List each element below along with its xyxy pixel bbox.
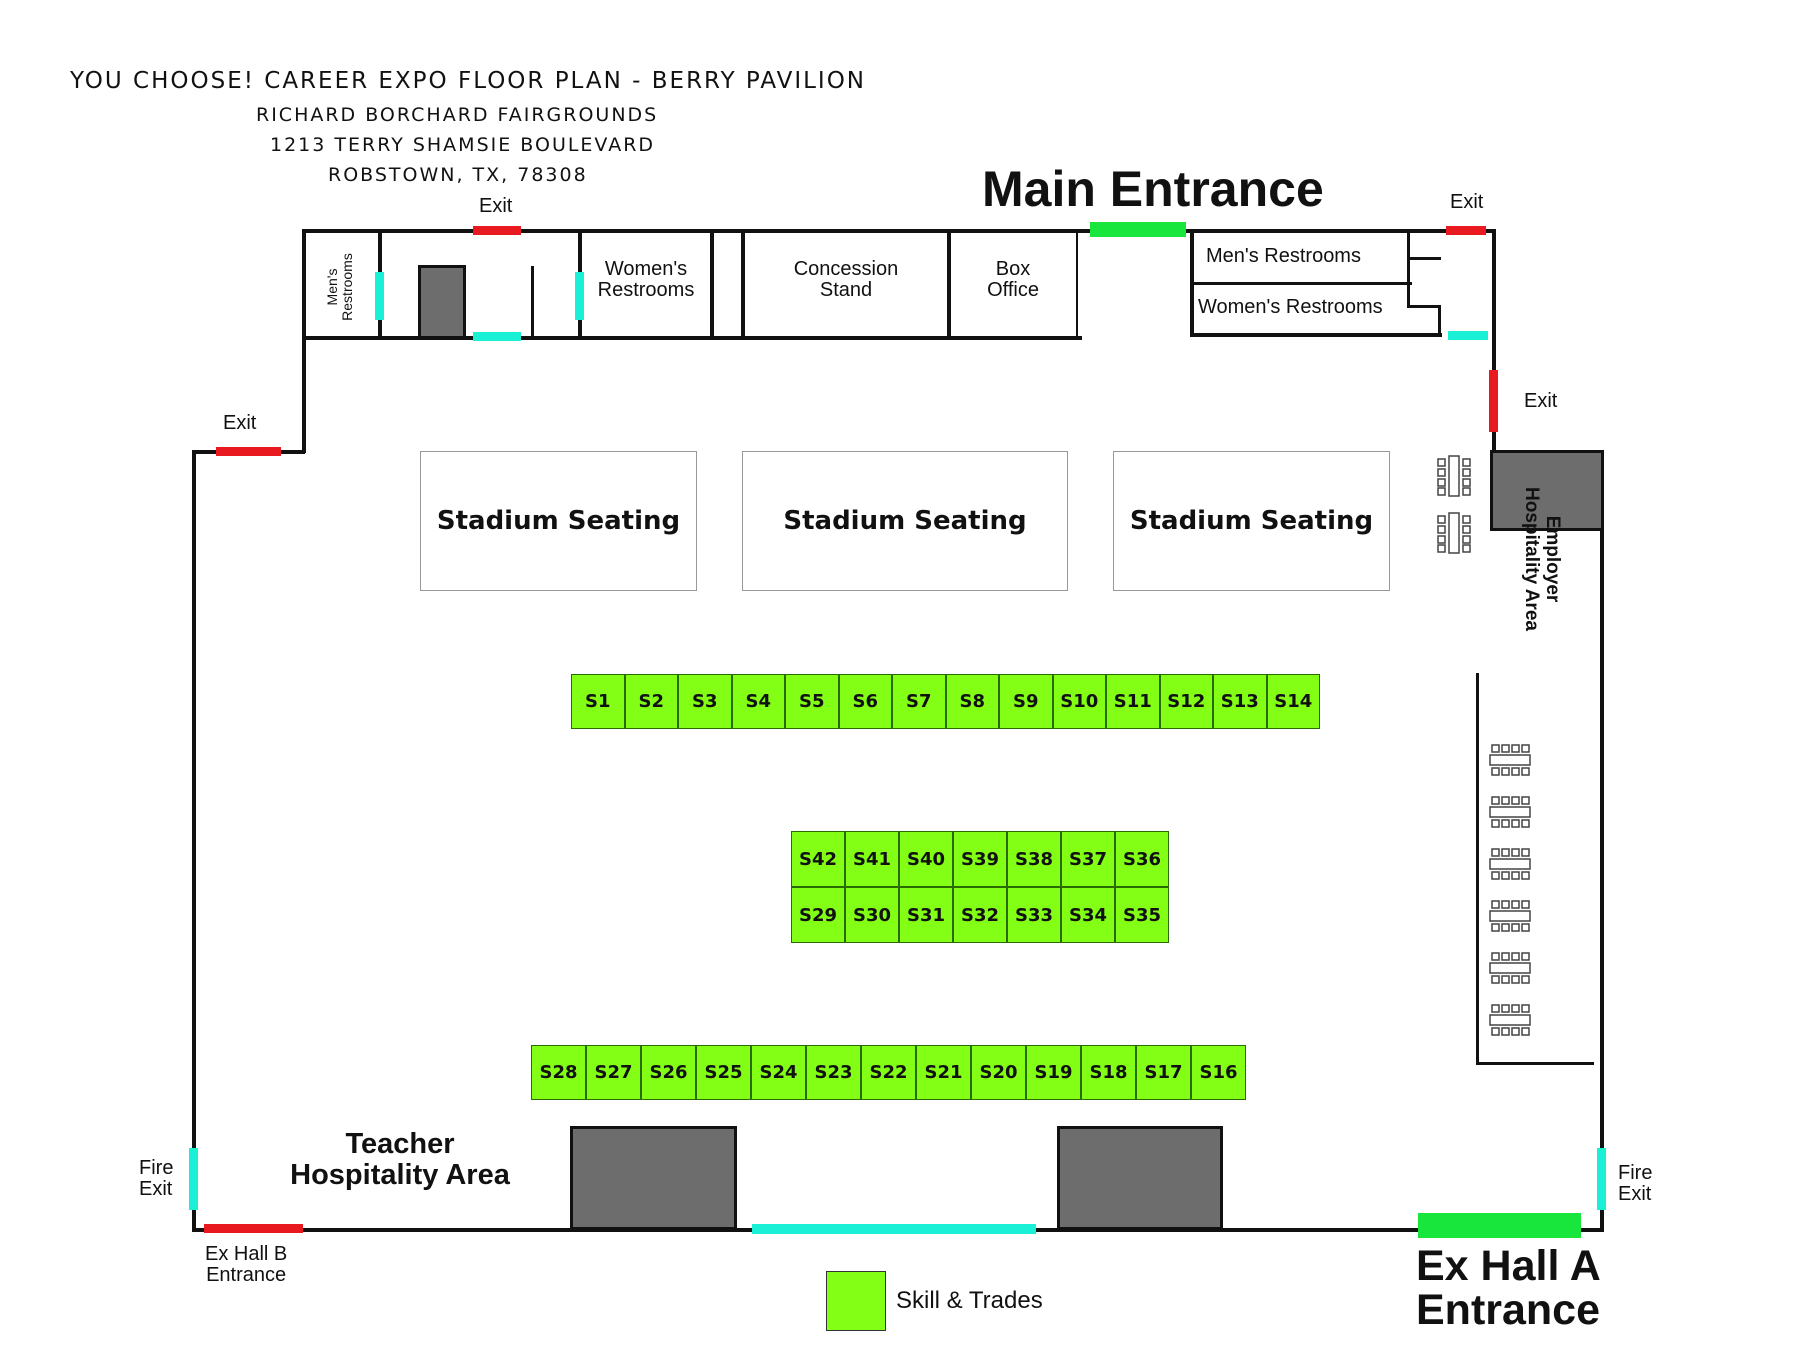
ex-hall-b-door — [204, 1224, 303, 1233]
box-office-room — [948, 229, 1078, 340]
booth-s11: S11 — [1106, 674, 1160, 729]
booth-s22: S22 — [861, 1045, 916, 1100]
booth-s8: S8 — [945, 674, 999, 729]
stage-block-right — [1057, 1126, 1223, 1230]
exit-label-right: Exit — [1524, 390, 1558, 412]
exit-door-left — [216, 447, 281, 456]
stage-block-left — [570, 1126, 737, 1230]
booth-s37: S37 — [1061, 831, 1115, 887]
exit-label-left: Exit — [223, 412, 257, 434]
booth-s27: S27 — [586, 1045, 641, 1100]
booth-s17: S17 — [1136, 1045, 1191, 1100]
door-corridor — [473, 332, 521, 341]
booth-s40: S40 — [899, 831, 953, 887]
booth-s26: S26 — [641, 1045, 696, 1100]
legend-label: Skill & Trades — [896, 1287, 1043, 1314]
exit-label-top-right: Exit — [1450, 191, 1484, 213]
womens-restroom-left-label: Women's Restrooms — [597, 258, 695, 301]
main-entrance-label: Main Entrance — [982, 161, 1324, 217]
dark-block-right — [1490, 450, 1604, 531]
booth-s23: S23 — [806, 1045, 861, 1100]
booth-s25: S25 — [696, 1045, 751, 1100]
booth-s9: S9 — [999, 674, 1053, 729]
booth-s36: S36 — [1115, 831, 1169, 887]
venue-city: ROBSTOWN, TX, 78308 — [328, 164, 588, 186]
venue-name: RICHARD BORCHARD FAIRGROUNDS — [256, 104, 659, 126]
stadium-seating-left: Stadium Seating — [420, 451, 697, 591]
booth-s39: S39 — [953, 831, 1007, 887]
teacher-hospitality-label: Teacher Hospitality Area — [290, 1128, 510, 1191]
table-cluster-top — [1436, 455, 1472, 555]
booth-s3: S3 — [678, 674, 732, 729]
booth-s6: S6 — [838, 674, 892, 729]
exit-door-top-left — [473, 226, 521, 235]
employer-hospitality-label: Employer Hospitality Area — [1521, 487, 1563, 631]
booth-s34: S34 — [1061, 887, 1115, 943]
booth-s41: S41 — [845, 831, 899, 887]
mens-restroom-right-label: Men's Restrooms — [1206, 245, 1361, 267]
womens-restroom-right-label: Women's Restrooms — [1198, 296, 1383, 318]
exit-door-top-right — [1446, 226, 1486, 235]
table-icons-employer — [1489, 744, 1531, 1036]
fire-exit-door-right — [1597, 1148, 1606, 1210]
booth-s5: S5 — [785, 674, 839, 729]
fire-exit-label-right: Fire Exit — [1618, 1162, 1653, 1205]
door-mens-left — [375, 272, 384, 320]
door-right-restrooms — [1448, 331, 1488, 340]
stadium-seating-center: Stadium Seating — [742, 451, 1068, 591]
venue-street: 1213 TERRY SHAMSIE BOULEVARD — [270, 134, 656, 156]
booth-s28: S28 — [531, 1045, 586, 1100]
booth-s12: S12 — [1159, 674, 1213, 729]
bottom-door — [752, 1224, 1036, 1234]
booth-s18: S18 — [1081, 1045, 1136, 1100]
booth-s31: S31 — [899, 887, 953, 943]
door-womens-left — [575, 272, 584, 320]
exit-label-top-left: Exit — [479, 195, 513, 217]
booth-s14: S14 — [1266, 674, 1320, 729]
booth-s20: S20 — [971, 1045, 1026, 1100]
ex-hall-a-door — [1418, 1213, 1581, 1238]
fire-exit-door-left — [189, 1148, 198, 1210]
exit-door-right — [1489, 370, 1498, 432]
ex-hall-b-label: Ex Hall B Entrance — [205, 1243, 288, 1286]
booth-s4: S4 — [731, 674, 785, 729]
fire-exit-label-left: Fire Exit — [139, 1157, 174, 1200]
ex-hall-a-label: Ex Hall A Entrance — [1416, 1242, 1601, 1334]
booth-s1: S1 — [571, 674, 625, 729]
booth-s38: S38 — [1007, 831, 1061, 887]
map-title: YOU CHOOSE! CAREER EXPO FLOOR PLAN - BER… — [70, 68, 867, 94]
dark-block-top — [418, 265, 466, 339]
booth-s42: S42 — [791, 831, 845, 887]
main-entrance-door — [1090, 222, 1186, 237]
booth-s35: S35 — [1115, 887, 1169, 943]
booth-s16: S16 — [1191, 1045, 1246, 1100]
booth-s2: S2 — [624, 674, 678, 729]
stadium-seating-right: Stadium Seating — [1113, 451, 1390, 591]
booth-s13: S13 — [1213, 674, 1267, 729]
booth-s21: S21 — [916, 1045, 971, 1100]
concession-stand-label: Concession Stand — [793, 258, 899, 301]
legend-swatch — [826, 1271, 886, 1331]
booth-s10: S10 — [1052, 674, 1106, 729]
booth-s24: S24 — [751, 1045, 806, 1100]
booth-s19: S19 — [1026, 1045, 1081, 1100]
mens-restroom-left-label: Men's Restrooms — [324, 253, 355, 321]
booth-s33: S33 — [1007, 887, 1061, 943]
table-icons-top — [1437, 455, 1471, 554]
booth-s30: S30 — [845, 887, 899, 943]
table-cluster-employer — [1488, 743, 1534, 1043]
booth-s32: S32 — [953, 887, 1007, 943]
booth-s7: S7 — [892, 674, 946, 729]
box-office-label: Box Office — [987, 258, 1039, 301]
booth-s29: S29 — [791, 887, 845, 943]
